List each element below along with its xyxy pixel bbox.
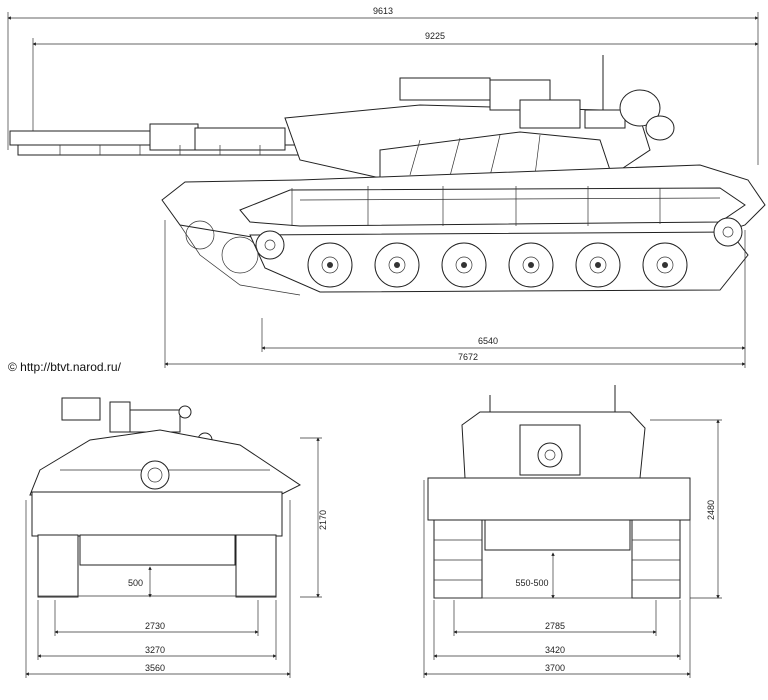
dimension-overall-length: 9613 — [7, 6, 759, 165]
road-wheel — [374, 242, 420, 288]
road-wheel — [441, 242, 487, 288]
drive-sprocket — [713, 217, 743, 247]
dimension-hull-length: 6540 — [261, 318, 746, 352]
dim-label-overall-length: 9613 — [373, 6, 393, 16]
dim-label-rear-track-outer: 3420 — [545, 645, 565, 655]
side-view: 9613 9225 — [7, 6, 766, 368]
dim-label-front-track-outer: 3270 — [145, 645, 165, 655]
turret — [284, 55, 675, 183]
dim-label-rear-clearance: 550-500 — [515, 578, 548, 588]
idler-wheel — [255, 230, 285, 260]
dimension-rear-clearance: 550-500 — [515, 552, 555, 599]
dimension-rear-track-centers: 2785 — [453, 600, 657, 636]
dimension-rear-track-outer: 3420 — [433, 600, 681, 660]
road-wheel — [575, 242, 621, 288]
dim-label-rear-track-centers: 2785 — [545, 621, 565, 631]
dimension-rear-overall-width: 3700 — [423, 480, 691, 678]
road-wheel — [642, 242, 688, 288]
dimension-rear-height: 2480 — [650, 419, 722, 599]
copyright-text: © http://btvt.narod.ru/ — [8, 360, 122, 374]
dimension-front-overall-width: 3560 — [25, 500, 291, 678]
dim-label-track-length: 7672 — [458, 352, 478, 362]
dimension-front-height: 2170 — [300, 437, 328, 598]
dim-label-front-overall-width: 3560 — [145, 663, 165, 673]
dimension-track-length: 7672 — [164, 220, 746, 368]
dimension-front-clearance: 500 — [128, 566, 152, 598]
front-view: 2170 500 2730 3270 3560 — [25, 397, 328, 678]
rear-view: 2480 550-500 2785 3420 3700 — [423, 385, 722, 678]
hull — [161, 164, 766, 246]
dim-label-rear-overall-width: 3700 — [545, 663, 565, 673]
dimension-front-track-centers: 2730 — [54, 600, 259, 636]
dim-label-front-track-centers: 2730 — [145, 621, 165, 631]
road-wheel — [508, 242, 554, 288]
dimension-front-track-outer: 3270 — [37, 600, 277, 660]
dim-label-gun-forward-length: 9225 — [425, 31, 445, 41]
dim-label-front-clearance: 500 — [128, 578, 143, 588]
gun-barrel — [9, 123, 319, 156]
road-wheel — [307, 242, 353, 288]
dim-label-hull-length: 6540 — [478, 336, 498, 346]
running-gear — [179, 217, 749, 296]
dim-label-front-height: 2170 — [318, 510, 328, 530]
dim-label-rear-height: 2480 — [706, 500, 716, 520]
